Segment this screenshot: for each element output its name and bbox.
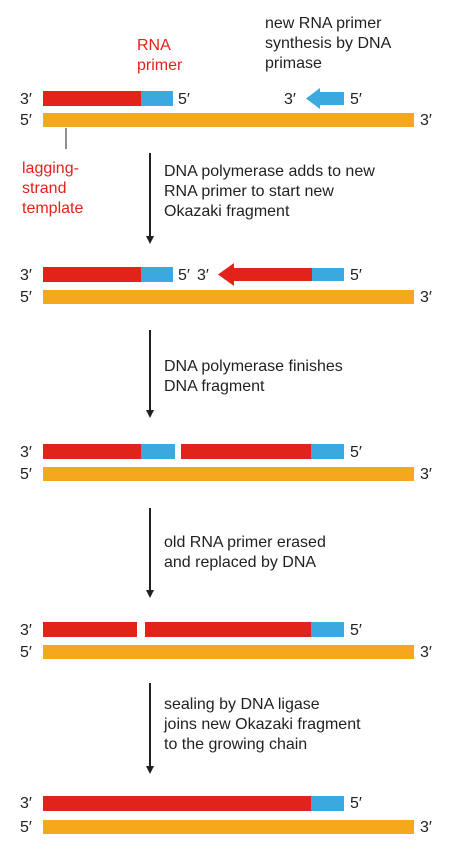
lagging-label-line3: template: [22, 200, 83, 217]
step-4-caption-line1: old RNA primer erased: [164, 534, 326, 551]
step-1-caption-line3: primase: [265, 55, 322, 72]
stage-2: 3′ 5′ 3′ 5′ 5′ 3′: [20, 263, 432, 306]
joined-dna-segment: [43, 796, 311, 811]
template-end-5prime: 5′: [20, 112, 32, 129]
template-end-5prime: 5′: [20, 289, 32, 306]
strand-end-5prime: 5′: [350, 622, 362, 639]
step-4-caption-line2: and replaced by DNA: [164, 554, 316, 571]
rna-primer-label-line2: primer: [137, 57, 183, 74]
template-end-5prime: 5′: [20, 644, 32, 661]
template-end-3prime: 3′: [420, 644, 432, 661]
template-end-5prime: 5′: [20, 819, 32, 836]
new-okazaki-dna-segment: [145, 622, 311, 637]
lagging-label-line1: lagging-: [22, 160, 79, 177]
lagging-strand-template-bar: [43, 820, 414, 834]
template-end-5prime: 5′: [20, 466, 32, 483]
new-rna-primer-segment: [311, 444, 344, 459]
new-rna-primer-segment: [312, 268, 344, 281]
rna-primer-segment: [141, 267, 173, 282]
template-end-3prime: 3′: [420, 819, 432, 836]
strand-end-3prime: 3′: [20, 267, 32, 284]
new-rna-primer-segment: [311, 796, 344, 811]
step-1-caption-line1: new RNA primer: [265, 15, 382, 32]
strand-end-5prime: 5′: [178, 91, 190, 108]
step-5-caption-line2: joins new Okazaki fragment: [163, 716, 361, 733]
old-rna-primer-segment: [141, 444, 175, 459]
lagging-strand-template-bar: [43, 645, 414, 659]
old-okazaki-dna-segment: [43, 444, 141, 459]
new-primer-end-3prime: 3′: [284, 91, 296, 108]
stage-4: 3′ 5′ 5′ 3′: [20, 622, 432, 661]
lagging-strand-template-bar: [43, 290, 414, 304]
strand-end-5prime: 5′: [350, 444, 362, 461]
step-2-caption-line2: RNA primer to start new: [164, 183, 334, 200]
strand-end-3prime: 3′: [20, 622, 32, 639]
strand-end-5prime: 5′: [350, 795, 362, 812]
new-fragment-end-5prime: 5′: [350, 267, 362, 284]
step-1-caption-line2: synthesis by DNA: [265, 35, 392, 52]
new-okazaki-dna-segment: [181, 444, 311, 459]
step-3-caption-line1: DNA polymerase finishes: [164, 358, 343, 375]
lagging-strand-template-bar: [43, 113, 414, 127]
stage-3: 3′ 5′ 5′ 3′: [20, 444, 432, 483]
template-end-3prime: 3′: [420, 466, 432, 483]
rna-primer-label-line1: RNA: [137, 37, 171, 54]
strand-end-3prime: 3′: [20, 795, 32, 812]
step-2-caption-line3: Okazaki fragment: [164, 203, 290, 220]
stage-5: 3′ 5′ 5′ 3′: [20, 795, 432, 836]
template-end-3prime: 3′: [420, 289, 432, 306]
new-fragment-end-3prime: 3′: [197, 267, 209, 284]
template-end-3prime: 3′: [420, 112, 432, 129]
strand-end-3prime: 3′: [20, 91, 32, 108]
new-rna-primer-segment: [311, 622, 344, 637]
old-okazaki-dna-segment: [43, 622, 137, 637]
stage-1: RNA primer new RNA primer synthesis by D…: [20, 15, 432, 217]
new-primer-arrow: [306, 88, 344, 109]
strand-end-3prime: 3′: [20, 444, 32, 461]
lagging-strand-template-bar: [43, 467, 414, 481]
step-5-caption-line3: to the growing chain: [164, 736, 307, 753]
step-2-caption-line1: DNA polymerase adds to new: [164, 163, 375, 180]
old-okazaki-dna-segment: [43, 267, 141, 282]
step-3-caption-line2: DNA fragment: [164, 378, 265, 395]
step-5-caption-line1: sealing by DNA ligase: [164, 696, 320, 713]
strand-end-5prime: 5′: [178, 267, 190, 284]
rna-primer-segment: [141, 91, 173, 106]
new-primer-end-5prime: 5′: [350, 91, 362, 108]
lagging-label-line2: strand: [22, 180, 66, 197]
new-okazaki-growth-arrow: [218, 263, 312, 286]
old-okazaki-dna-segment: [43, 91, 141, 106]
